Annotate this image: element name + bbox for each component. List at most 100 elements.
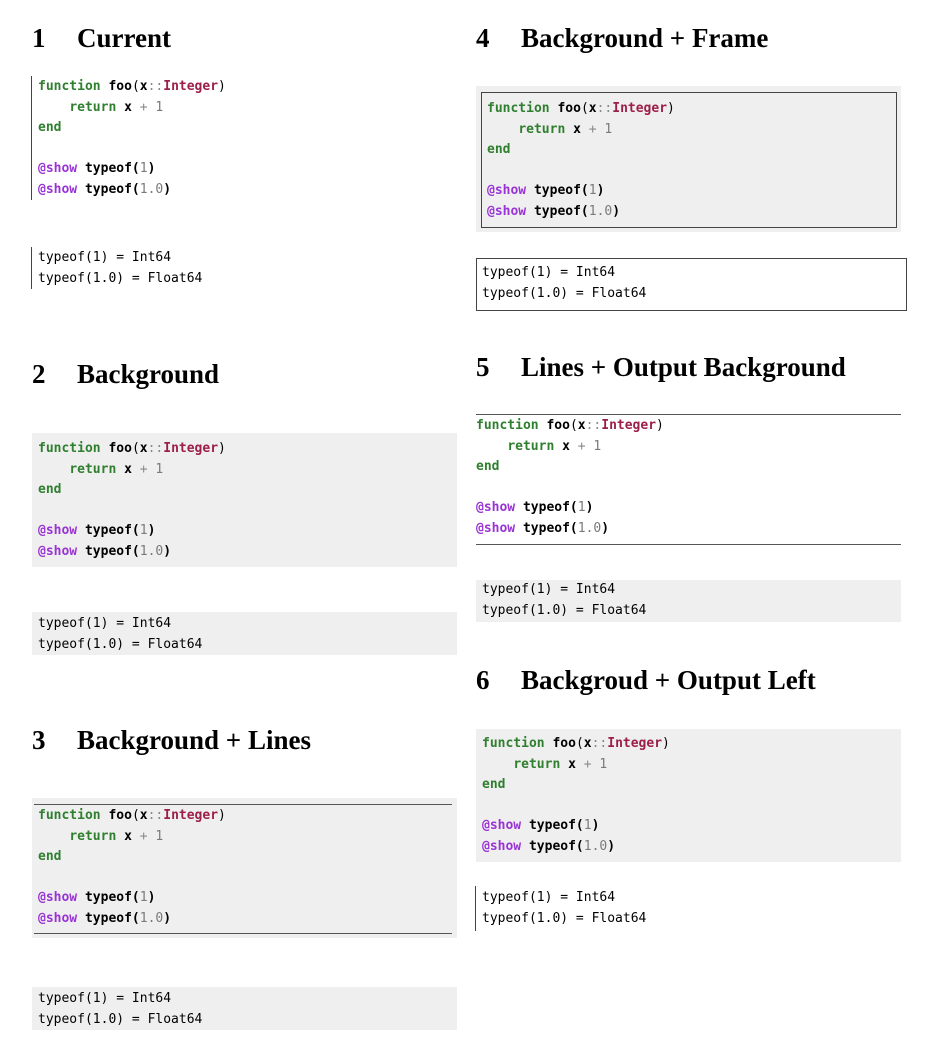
type-name: Integer — [601, 418, 657, 433]
output-line: typeof(1) = Int64 — [482, 582, 616, 597]
output-listing: typeof(1) = Int64 typeof(1.0) = Float64 — [38, 989, 457, 1030]
paren: ) — [667, 101, 675, 116]
operator: + — [139, 828, 148, 844]
output-line: typeof(1.0) = Float64 — [482, 285, 647, 301]
code-block: function foo(x::Integer) return x + 1 en… — [476, 729, 901, 862]
argument: x — [139, 79, 148, 94]
call: typeof( — [533, 203, 589, 219]
variable: x — [124, 461, 132, 477]
paren: ) — [163, 181, 172, 197]
paren: ( — [575, 736, 584, 751]
number-literal: 1 — [155, 828, 164, 844]
paren: ) — [163, 543, 172, 559]
top-rule — [34, 804, 452, 805]
call: typeof( — [528, 838, 584, 854]
paren: ) — [218, 441, 226, 456]
macro: @show — [38, 543, 78, 559]
keyword: function — [38, 441, 101, 456]
output-line: typeof(1) = Int64 — [482, 890, 616, 905]
operator: + — [139, 461, 148, 477]
number-literal: 1 — [583, 818, 592, 833]
output-listing: typeof(1) = Int64 typeof(1.0) = Float64 — [482, 888, 646, 929]
keyword: return — [69, 99, 117, 115]
paren: ( — [131, 808, 140, 823]
top-rule — [476, 414, 901, 415]
operator: :: — [591, 736, 608, 751]
number-literal: 1.0 — [588, 203, 613, 219]
macro: @show — [476, 520, 516, 536]
keyword: function — [482, 736, 545, 751]
output-line: typeof(1.0) = Float64 — [482, 910, 647, 926]
call: typeof( — [84, 161, 140, 176]
code-listing: function foo(x::Integer) return x + 1 en… — [482, 734, 901, 857]
argument: x — [577, 418, 586, 433]
function-name: foo — [108, 441, 132, 456]
output-line: typeof(1) = Int64 — [38, 250, 172, 265]
bottom-rule — [34, 933, 452, 934]
paren: ) — [596, 183, 605, 198]
paren: ) — [662, 736, 670, 751]
operator: + — [577, 438, 586, 454]
operator: :: — [147, 441, 164, 456]
paren: ( — [131, 79, 140, 94]
output-line: typeof(1.0) = Float64 — [482, 602, 647, 618]
macro: @show — [38, 181, 78, 197]
function-name: foo — [557, 101, 581, 116]
frame-background — [476, 86, 901, 232]
code-listing: function foo(x::Integer) return x + 1 en… — [38, 77, 226, 200]
paren: ) — [656, 418, 664, 433]
function-name: foo — [546, 418, 570, 433]
code-block: function foo(x::Integer) return x + 1 en… — [476, 416, 664, 539]
keyword: end — [38, 120, 62, 135]
paren: ) — [591, 818, 600, 833]
output-listing: typeof(1) = Int64 typeof(1.0) = Float64 — [38, 248, 202, 289]
number-literal: 1 — [139, 161, 148, 176]
function-name: foo — [108, 79, 132, 94]
macro: @show — [487, 183, 527, 198]
variable: x — [562, 438, 570, 454]
argument: x — [139, 441, 148, 456]
variable: x — [124, 99, 132, 115]
number-literal: 1 — [139, 890, 148, 905]
number-literal: 1 — [599, 756, 608, 772]
macro: @show — [482, 838, 522, 854]
keyword: end — [487, 142, 511, 157]
output-block: typeof(1) = Int64 typeof(1.0) = Float64 — [32, 612, 457, 655]
keyword: function — [38, 808, 101, 823]
function-name: foo — [108, 808, 132, 823]
output-line: typeof(1.0) = Float64 — [38, 636, 203, 652]
variable: x — [573, 121, 581, 137]
macro: @show — [38, 890, 78, 905]
type-name: Integer — [163, 79, 219, 94]
paren: ) — [147, 523, 156, 538]
code-block: function foo(x::Integer) return x + 1 en… — [32, 798, 457, 938]
number-literal: 1.0 — [139, 181, 164, 197]
operator: + — [139, 99, 148, 115]
output-listing: typeof(1) = Int64 typeof(1.0) = Float64 — [38, 614, 457, 655]
paren: ) — [607, 838, 616, 854]
output-block: typeof(1) = Int64 typeof(1.0) = Float64 — [476, 258, 907, 311]
output-block: typeof(1) = Int64 typeof(1.0) = Float64 — [32, 987, 457, 1030]
paren: ) — [163, 910, 172, 926]
paren: ) — [612, 203, 621, 219]
bottom-rule — [476, 544, 901, 545]
call: typeof( — [533, 183, 589, 198]
code-listing: function foo(x::Integer) return x + 1 en… — [487, 99, 896, 222]
number-literal: 1 — [588, 183, 597, 198]
call: typeof( — [522, 500, 578, 515]
paren: ( — [131, 441, 140, 456]
operator: + — [588, 121, 597, 137]
macro: @show — [476, 500, 516, 515]
call: typeof( — [84, 890, 140, 905]
keyword: end — [38, 482, 62, 497]
left-rule — [31, 247, 32, 289]
output-line: typeof(1.0) = Float64 — [38, 1011, 203, 1027]
operator: :: — [147, 808, 164, 823]
argument: x — [139, 808, 148, 823]
code-block: function foo(x::Integer) return x + 1 en… — [38, 77, 226, 200]
number-literal: 1.0 — [583, 838, 608, 854]
